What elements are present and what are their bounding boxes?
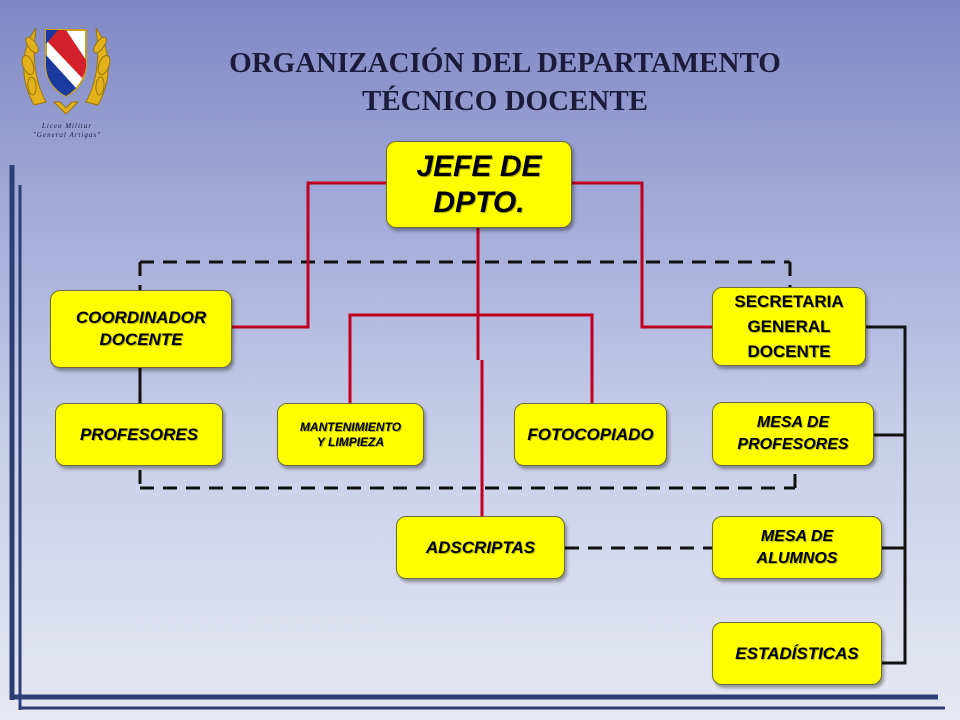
node-adscriptas: ADSCRIPTAS <box>396 516 565 579</box>
node-coordinador-docente: COORDINADOR DOCENTE <box>50 290 232 368</box>
red-connectors <box>232 181 712 516</box>
page-title: ORGANIZACIÓN DEL DEPARTAMENTO TÉCNICO DO… <box>180 44 830 120</box>
crest-caption-line1: Liceo Militar <box>41 122 93 130</box>
node-secretaria-general-docente: SECRETARIA GENERAL DOCENTE <box>712 287 866 366</box>
node-mesa-de-alumnos: MESA DE ALUMNOS <box>712 516 882 579</box>
right-bracket <box>866 325 907 665</box>
node-mesa-de-profesores: MESA DE PROFESORES <box>712 402 874 466</box>
node-profesores: PROFESORES <box>55 403 223 466</box>
crest-caption: Liceo Militar "General Artigas" <box>8 122 126 140</box>
crest-caption-line2: "General Artigas" <box>32 131 102 139</box>
dashed-group-frame <box>138 260 797 550</box>
frame-lines <box>9 165 945 710</box>
node-mantenimiento-y-limpieza: MANTENIMIENTO Y LIMPIEZA <box>277 403 424 466</box>
school-crest-icon <box>21 27 111 115</box>
node-estadisticas: ESTADÍSTICAS <box>712 622 882 685</box>
page-title-line2: TÉCNICO DOCENTE <box>361 85 649 117</box>
node-jefe-de-dpto: JEFE DE DPTO. <box>386 141 572 228</box>
page-title-line1: ORGANIZACIÓN DEL DEPARTAMENTO <box>229 47 781 79</box>
node-fotocopiado: FOTOCOPIADO <box>514 403 667 466</box>
